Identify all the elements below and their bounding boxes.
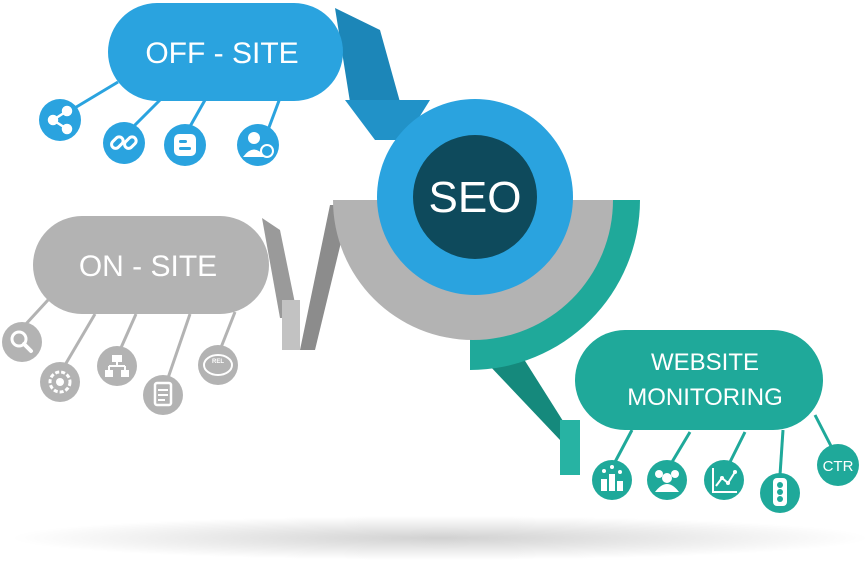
user-link-icon — [237, 124, 279, 166]
gear-refresh-icon — [40, 362, 80, 402]
blogger-icon — [164, 124, 206, 166]
on-site-ribbon — [262, 218, 298, 318]
rel-badge-icon: REL — [198, 345, 238, 385]
ranking-podium-icon — [592, 460, 632, 500]
off-site-pill — [108, 3, 343, 101]
off-site-ribbon — [335, 8, 400, 102]
seo-label: SEO — [429, 173, 522, 222]
monitoring-pill — [575, 330, 823, 430]
floor-shadow — [10, 516, 867, 560]
on-site-label: ON - SITE — [79, 250, 217, 283]
link-icon — [103, 122, 145, 164]
on-site-pill — [33, 216, 269, 314]
monitoring-connectors — [613, 414, 834, 476]
seo-core — [413, 135, 537, 259]
ctr-icon: CTR — [817, 444, 859, 486]
monitoring-label-line2: MONITORING — [627, 384, 783, 411]
analytics-chart-icon — [704, 460, 744, 500]
share-icon — [39, 99, 81, 141]
search-icon — [2, 322, 42, 362]
on-site-connectors — [23, 298, 237, 379]
off-site-label: OFF - SITE — [145, 37, 298, 70]
document-icon — [143, 375, 183, 415]
monitoring-label-line1: WEBSITE — [651, 349, 759, 376]
ctr-text: CTR — [823, 458, 854, 475]
rel-badge-text: REL — [212, 359, 224, 365]
users-group-icon — [647, 460, 687, 500]
sitemap-icon — [97, 346, 137, 386]
monitoring-ribbon — [470, 345, 575, 440]
traffic-light-icon — [760, 473, 800, 513]
